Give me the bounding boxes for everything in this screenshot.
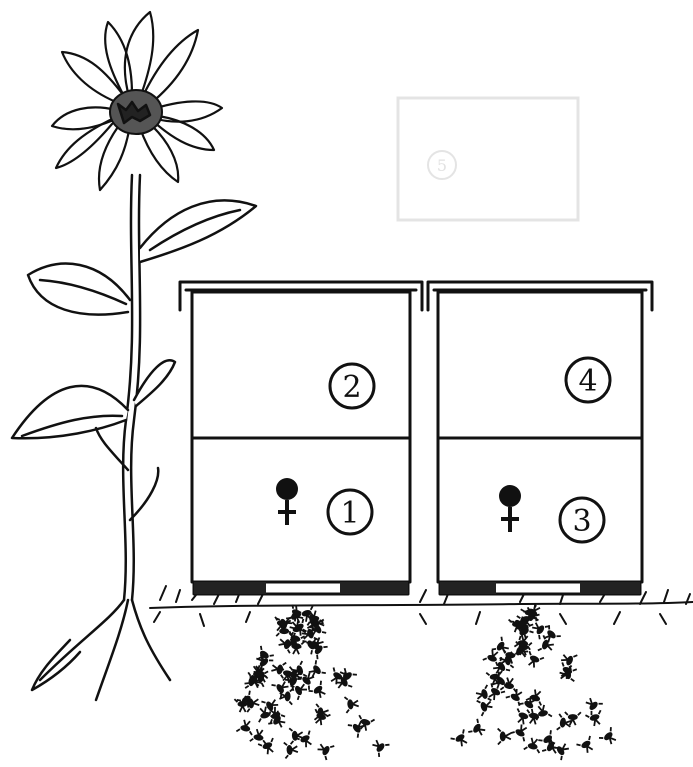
faded-label: 5	[437, 156, 447, 175]
bee-icon	[565, 712, 581, 725]
bee-icon	[559, 650, 577, 670]
bee-icon	[296, 731, 316, 750]
bee-icon	[485, 683, 505, 702]
bee-icon	[237, 691, 258, 711]
left-hive-brood-label: 1	[340, 496, 359, 531]
bee-icon	[315, 740, 334, 760]
bee-icon	[599, 727, 620, 747]
bee-icon	[451, 729, 472, 749]
background-faded-box: 5	[398, 98, 578, 220]
bee-icon	[557, 662, 577, 681]
left-hive	[180, 282, 422, 594]
bee-icon	[369, 736, 389, 757]
bee-icon	[236, 719, 255, 735]
left-hive-super-label: 2	[342, 370, 361, 405]
bee-icon	[468, 719, 488, 740]
bee-icon	[258, 738, 278, 756]
bee-icon	[524, 737, 543, 753]
right-hive-brood-label: 3	[572, 504, 591, 539]
bee-swarm-right	[451, 601, 620, 760]
bee-icon	[309, 681, 330, 701]
bee-icon	[576, 736, 596, 756]
bee-icon	[524, 651, 544, 669]
right-hive-super-label: 4	[578, 364, 597, 399]
bee-icon	[344, 695, 359, 712]
right-hive	[428, 282, 652, 594]
bee-icon	[513, 708, 532, 726]
bee-icon	[250, 728, 268, 743]
bee-icon	[498, 728, 511, 744]
bee-icon	[511, 722, 531, 741]
bee-swarm-left	[234, 605, 389, 760]
bee-icon	[585, 710, 604, 727]
bee-icon	[529, 619, 549, 640]
